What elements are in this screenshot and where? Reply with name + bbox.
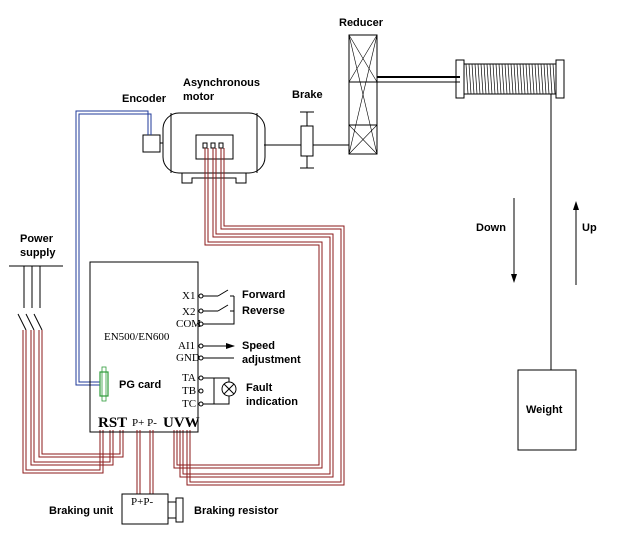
brake-label: Brake [292, 89, 323, 101]
drum-coil-line [519, 63, 523, 95]
asynchronous-motor [162, 112, 266, 184]
drum-coil-line [552, 63, 556, 95]
fault-lamp [203, 377, 237, 405]
reverse-label: Reverse [242, 305, 285, 317]
terminal-x1: X1 [182, 290, 195, 302]
drum-coil-line [507, 63, 511, 95]
terminal-com: COM [176, 318, 201, 330]
encoder-block [142, 134, 161, 153]
inverter-model: EN500/EN600 [104, 331, 170, 343]
drum-coil-line [501, 63, 505, 95]
weight-label: Weight [526, 404, 563, 416]
drum-coil-line [534, 63, 538, 95]
terminal-ta: TA [182, 372, 196, 384]
encoder-cable [75, 110, 149, 386]
drum-coil-line [525, 63, 529, 95]
inverter-body [89, 261, 199, 433]
drum-coil-line [537, 63, 541, 95]
down-label: Down [476, 222, 506, 234]
fault-label-line1: Fault [246, 382, 273, 394]
drum-coil-line [546, 63, 550, 95]
drum-coil-line [504, 63, 508, 95]
power-supply-label-line1: Power [20, 233, 54, 245]
drum-coil-line [483, 63, 487, 95]
drum-coil-line [510, 63, 514, 95]
fault-label-line2: indication [246, 396, 298, 408]
encoder-label: Encoder [122, 93, 167, 105]
drum-coil-line [489, 63, 493, 95]
power-input-wires [22, 330, 124, 474]
reducer [348, 34, 378, 155]
pg-card [99, 371, 109, 397]
drum-coil-line [522, 63, 526, 95]
drum-coil-line [480, 63, 484, 95]
drum-coil-line [516, 63, 520, 95]
winch-drum [455, 59, 565, 99]
up-label: Up [582, 222, 597, 234]
drum-coil-line [486, 63, 490, 95]
forward-label: Forward [242, 289, 285, 301]
braking-resistor-label: Braking resistor [194, 505, 279, 517]
drum-coil-line [465, 63, 469, 95]
terminal-rst: RST [98, 415, 127, 431]
drum-coil-line [492, 63, 496, 95]
drum-coil-line [513, 63, 517, 95]
reducer-label: Reducer [339, 17, 384, 29]
braking-unit-label: Braking unit [49, 505, 114, 517]
motor-power-wires [173, 148, 345, 486]
brake [264, 111, 349, 169]
drum-coil-line [528, 63, 532, 95]
terminal-tc: TC [182, 398, 196, 410]
braking-unit-terminals: P+P- [131, 496, 153, 508]
pg-card-label: PG card [119, 379, 161, 391]
braking-unit [121, 493, 169, 525]
power-supply-label-line2: supply [20, 247, 56, 259]
speed-label-line1: Speed [242, 340, 275, 352]
drum-coil-line [495, 63, 499, 95]
braking-wires [136, 430, 154, 494]
terminal-tb: TB [182, 385, 196, 397]
braking-resistor [168, 497, 184, 523]
terminal-gnd: GND [176, 352, 200, 364]
motor-label-line2: motor [183, 91, 215, 103]
drum-coil-line [474, 63, 478, 95]
weight-block [517, 369, 577, 451]
motor-label-line1: Asynchronous [183, 77, 260, 89]
motor-terminal-box [195, 134, 234, 160]
drum-coil-line [468, 63, 472, 95]
drum-coil-line [531, 63, 535, 95]
terminal-p-plus-minus: P+ P- [132, 417, 157, 429]
speed-label-line2: adjustment [242, 354, 301, 366]
drum-coil-line [540, 63, 544, 95]
drum-coil-line [543, 63, 547, 95]
terminal-x2: X2 [182, 306, 195, 318]
power-switches [17, 266, 43, 331]
drum-coil-line [477, 63, 481, 95]
terminal-ai1: AI1 [178, 340, 195, 352]
drum-coil-line [498, 63, 502, 95]
control-terminals: X1 X2 COM AI1 GND TA TB TC [176, 290, 204, 410]
direction-switches [203, 289, 235, 325]
drum-coil-line [549, 63, 553, 95]
drum-coil-line [471, 63, 475, 95]
terminal-uvw: UVW [163, 415, 200, 431]
